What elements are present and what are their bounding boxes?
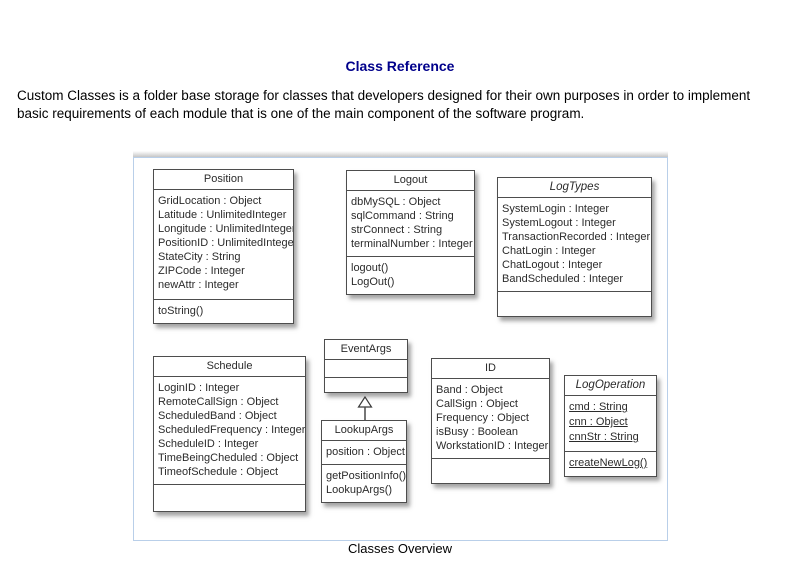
class-methods: [498, 291, 651, 316]
member-line: RemoteCallSign : Object: [158, 396, 279, 408]
class-title: ID: [432, 359, 549, 379]
class-attributes: [325, 360, 407, 377]
member-line: position : Object: [326, 446, 405, 458]
class-methods: getPositionInfo() LookupArgs(): [322, 464, 406, 502]
member-line: TimeBeingCheduled : Object: [158, 452, 299, 464]
member-line: WorkstationID : Integer: [436, 440, 549, 452]
member-line: terminalNumber : Integer: [351, 238, 473, 250]
member-line: ZIPCode : Integer: [158, 265, 245, 277]
member-line: cmd : String: [569, 401, 628, 413]
member-line: createNewLog(): [569, 457, 648, 469]
member-line: strConnect : String: [351, 224, 443, 236]
member-line: TransactionRecorded : Integer: [502, 231, 651, 243]
class-methods: [154, 484, 305, 511]
class-box-eventargs: EventArgs: [324, 339, 408, 393]
member-line: getPositionInfo(): [326, 470, 406, 482]
member-line: sqlCommand : String: [351, 210, 454, 222]
member-line: PositionID : UnlimitedInteger: [158, 237, 293, 249]
member-line: ChatLogout : Integer: [502, 259, 603, 271]
page-title: Class Reference: [345, 58, 455, 74]
member-line: Frequency : Object: [436, 412, 529, 424]
member-line: cnnStr : String: [569, 431, 639, 443]
class-methods: logout() LogOut(): [347, 256, 474, 294]
member-line: Band : Object: [436, 384, 503, 396]
class-methods: createNewLog(): [565, 451, 656, 476]
member-line: dbMySQL : Object: [351, 196, 441, 208]
generalization-arrow-icon: [357, 396, 373, 420]
member-line: ScheduledBand : Object: [158, 410, 277, 422]
member-line: ScheduleID : Integer: [158, 438, 259, 450]
class-methods: [432, 458, 549, 483]
class-attributes: dbMySQL : Object sqlCommand : String strCo…: [347, 191, 474, 256]
member-line: Latitude : UnlimitedInteger: [158, 209, 287, 221]
member-line: TimeofSchedule : Object: [158, 466, 279, 478]
class-attributes: position : Object: [322, 441, 406, 464]
class-title: LookupArgs: [322, 421, 406, 441]
member-line: toString(): [158, 305, 204, 317]
member-line: isBusy : Boolean: [436, 426, 518, 438]
member-line: cnn : Object: [569, 416, 628, 428]
member-line: LookupArgs(): [326, 484, 393, 496]
member-line: BandScheduled : Integer: [502, 273, 624, 285]
class-box-lookupargs: LookupArgs position : Object getPosition…: [321, 420, 407, 503]
member-line: StateCity : String: [158, 251, 241, 263]
intro-paragraph: Custom Classes is a folder base storage …: [17, 88, 751, 121]
class-methods: toString(): [154, 299, 293, 323]
member-line: CallSign : Object: [436, 398, 518, 410]
class-title: LogTypes: [498, 178, 651, 198]
member-line: logout(): [351, 262, 389, 274]
member-line: newAttr : Integer: [158, 279, 239, 291]
class-box-logoperation: LogOperation cmd : String cnn : Object cnn…: [564, 375, 657, 477]
class-title: Logout: [347, 171, 474, 191]
class-title: LogOperation: [565, 376, 656, 396]
class-box-logout: Logout dbMySQL : Object sqlCommand : Stri…: [346, 170, 475, 295]
member-line: SystemLogin : Integer: [502, 203, 610, 215]
member-line: LoginID : Integer: [158, 382, 240, 394]
class-attributes: cmd : String cnn : Object cnnStr : String: [565, 396, 656, 451]
member-line: LogOut(): [351, 276, 395, 288]
member-line: GridLocation : Object: [158, 195, 262, 207]
class-title: Position: [154, 170, 293, 190]
class-title: Schedule: [154, 357, 305, 377]
member-line: SystemLogout : Integer: [502, 217, 616, 229]
class-methods: [325, 377, 407, 392]
member-line: Longitude : UnlimitedInteger: [158, 223, 293, 235]
member-line: ScheduledFrequency : Integer: [158, 424, 305, 436]
member-line: ChatLogin : Integer: [502, 245, 596, 257]
class-title: EventArgs: [325, 340, 407, 360]
diagram-caption: Classes Overview: [347, 541, 453, 556]
